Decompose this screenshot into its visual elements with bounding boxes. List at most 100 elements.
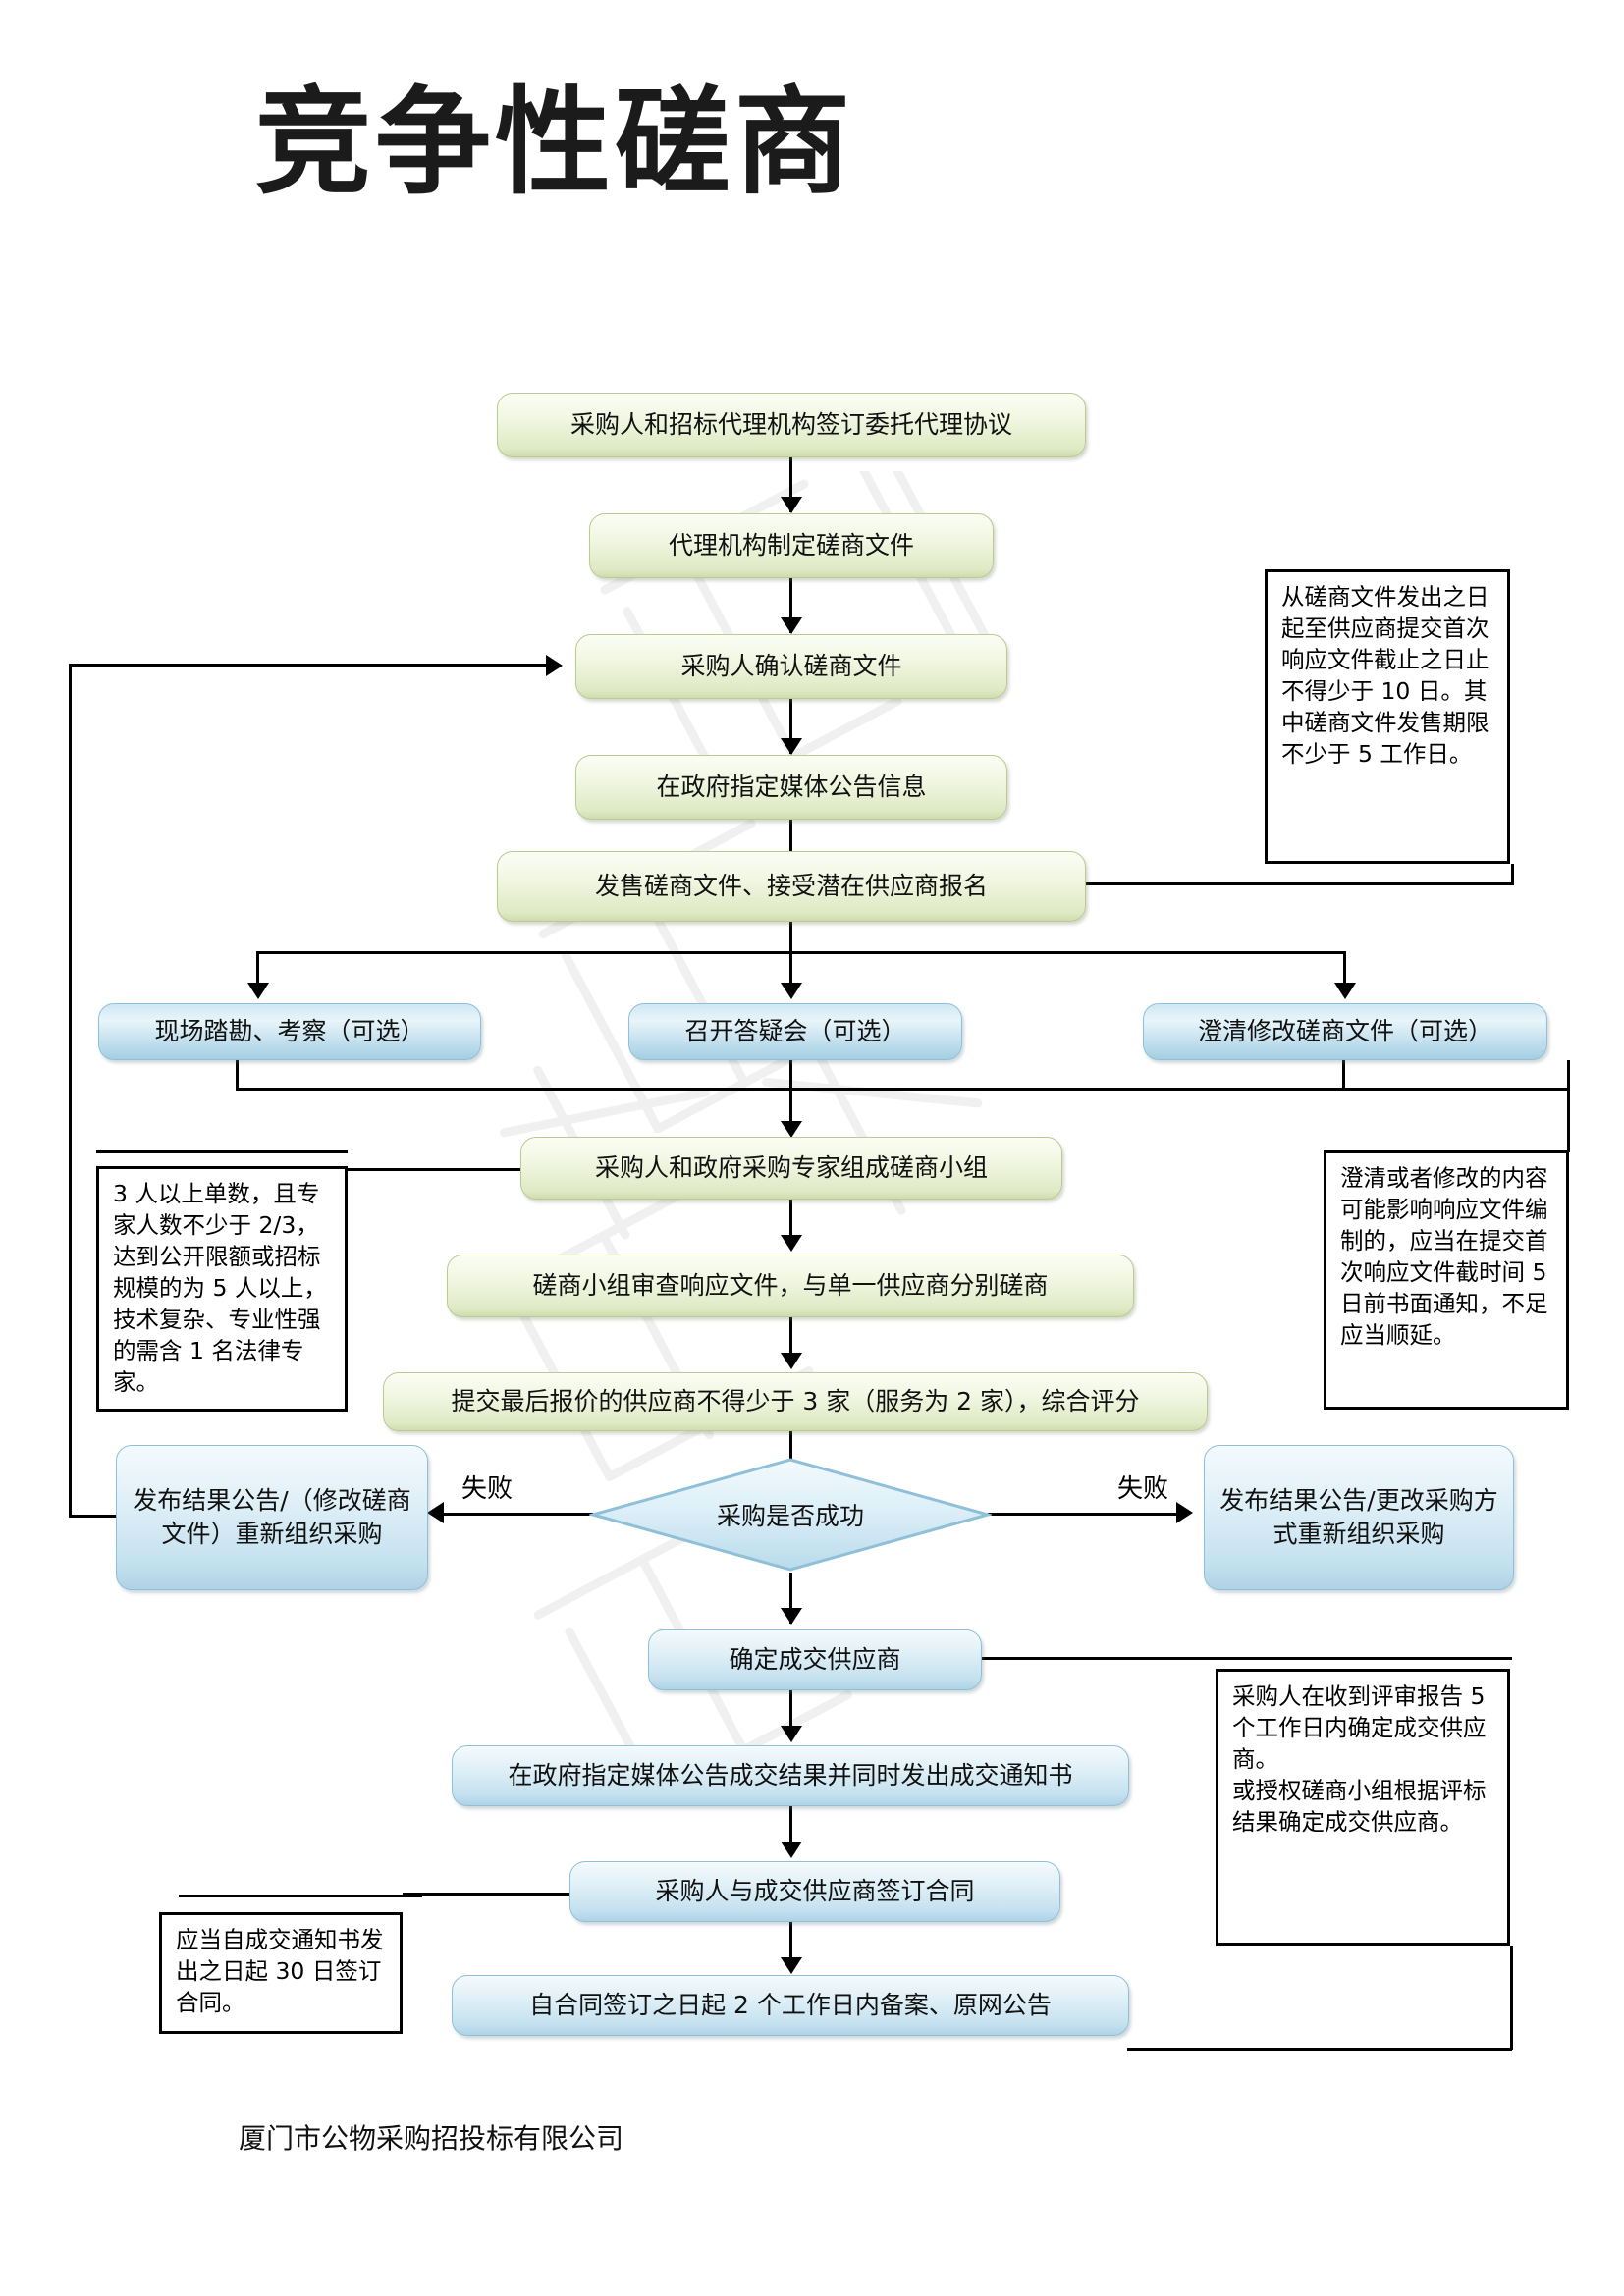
arrowhead-d1-f2: [1176, 1502, 1193, 1523]
flow-node-review-and-negotiate[interactable]: 磋商小组审查响应文件，与单一供应商分别磋商: [447, 1255, 1134, 1317]
decision-label: 采购是否成功: [716, 1502, 864, 1530]
page-title: 竞争性磋商: [254, 75, 854, 210]
node-label: 采购人和政府采购专家组成磋商小组: [594, 1153, 988, 1183]
rail-right-bottom: [1510, 1946, 1513, 2050]
connector-bus-mid: [789, 951, 792, 992]
flow-node-republish-reorganize[interactable]: 发布结果公告/（修改磋商文件）重新组织采购: [116, 1445, 428, 1590]
node-label: 发布结果公告/（修改磋商文件）重新组织采购: [133, 1486, 411, 1548]
node-label: 确定成交供应商: [729, 1645, 901, 1675]
note-determine-winner-deadline: 采购人在收到评审报告 5 个工作日内确定成交供应商。 或授权磋商小组根据评标结果…: [1216, 1669, 1510, 1946]
note-text: 从磋商文件发出之日起至供应商提交首次响应文件截止之日止不得少于 10 日。其中磋…: [1281, 583, 1489, 768]
flow-decision-procurement-success[interactable]: 采购是否成功: [589, 1457, 992, 1573]
note-document-issue-period: 从磋商文件发出之日起至供应商提交首次响应文件截止之日止不得少于 10 日。其中磋…: [1265, 569, 1510, 864]
arrowhead-bus-mid: [781, 983, 802, 999]
node-label: 采购人确认磋商文件: [680, 652, 902, 681]
connector-n7-n8: [789, 1200, 792, 1249]
branch-bus-top: [256, 951, 1346, 954]
flow-node-sign-contract[interactable]: 采购人与成交供应商签订合同: [569, 1861, 1060, 1922]
connector-note1-down: [1511, 864, 1514, 885]
arrowhead-d1-f1: [427, 1502, 444, 1523]
flow-node-agency-prepare-documents[interactable]: 代理机构制定磋商文件: [589, 513, 994, 578]
flow-node-filing-and-publish[interactable]: 自合同签订之日起 2 个工作日内备案、原网公告: [452, 1975, 1129, 2036]
node-label: 采购人和招标代理机构签订委托代理协议: [569, 410, 1012, 440]
node-label: 自合同签订之日起 2 个工作日内备案、原网公告: [529, 1991, 1052, 2020]
flow-node-final-offer-threshold[interactable]: 提交最后报价的供应商不得少于 3 家（服务为 2 家），综合评分: [383, 1372, 1208, 1431]
arrowhead-merge-n7: [781, 1121, 802, 1138]
flow-node-sign-agency-agreement[interactable]: 采购人和招标代理机构签订委托代理协议: [497, 393, 1086, 457]
node-label: 代理机构制定磋商文件: [668, 531, 914, 561]
node-label: 发布结果公告/更改采购方式重新组织采购: [1219, 1486, 1498, 1548]
loop-vertical-f1-to-n3: [69, 664, 72, 1518]
arrowhead-n8-n9: [781, 1353, 802, 1369]
connector-d1-f2: [988, 1513, 1182, 1516]
flow-node-sell-documents-accept-registration[interactable]: 发售磋商文件、接受潜在供应商报名: [497, 851, 1086, 922]
note-text: 澄清或者修改的内容可能影响响应文件编制的，应当在提交首次响应文件截时间 5 日前…: [1340, 1164, 1548, 1349]
flow-node-announce-result-issue-notice[interactable]: 在政府指定媒体公告成交结果并同时发出成交通知书: [452, 1745, 1129, 1806]
node-label: 召开答疑会（可选）: [684, 1017, 906, 1046]
connector-note2-n7: [348, 1168, 522, 1171]
flow-node-publish-announcement[interactable]: 在政府指定媒体公告信息: [575, 755, 1007, 820]
connector-d1-n10: [789, 1573, 792, 1624]
arrowhead-n3-n4: [781, 738, 802, 755]
note2-top-rule: [96, 1150, 348, 1153]
connector-n1-n2: [789, 457, 792, 512]
arrowhead-loop-n3: [546, 655, 563, 676]
flow-node-qa-meeting-optional[interactable]: 召开答疑会（可选）: [628, 1003, 962, 1060]
company-footer: 厦门市公物采购招投标有限公司: [239, 2122, 624, 2155]
arrowhead-n1-n2: [781, 497, 802, 513]
connector-n3-n4: [789, 699, 792, 754]
arrowhead-n12-n13: [781, 1957, 802, 1974]
flow-node-republish-change-method[interactable]: 发布结果公告/更改采购方式重新组织采购: [1204, 1445, 1514, 1590]
connector-opt3-note3: [1567, 1060, 1570, 1152]
arrowhead-n7-n8: [781, 1235, 802, 1252]
connector-n5-bus: [789, 922, 792, 953]
loop-horizontal-f1: [69, 1515, 118, 1518]
flow-node-buyer-confirm-documents[interactable]: 采购人确认磋商文件: [575, 634, 1007, 699]
note-text: 应当自成交通知书发出之日起 30 日签订合同。: [176, 1926, 384, 2016]
connector-note4-n10: [982, 1657, 1512, 1660]
node-label: 澄清修改磋商文件（可选）: [1197, 1017, 1492, 1046]
arrowhead-n2-n3: [781, 617, 802, 634]
edge-label-fail-left: 失败: [461, 1474, 514, 1504]
note-clarification-notice: 澄清或者修改的内容可能影响响应文件编制的，应当在提交首次响应文件截时间 5 日前…: [1324, 1150, 1569, 1410]
connector-n9-d1: [789, 1431, 792, 1482]
flow-node-determine-winner[interactable]: 确定成交供应商: [648, 1629, 982, 1690]
arrowhead-d1-n10: [781, 1608, 802, 1625]
connector-opt3-merge: [1342, 1060, 1345, 1090]
connector-opt1-merge: [236, 1060, 239, 1090]
node-label: 采购人与成交供应商签订合同: [655, 1877, 975, 1906]
node-label: 现场踏勘、考察（可选）: [154, 1017, 425, 1046]
connector-n10-n11: [789, 1690, 792, 1739]
connector-n2-n3: [789, 578, 792, 633]
flow-node-form-negotiation-team[interactable]: 采购人和政府采购专家组成磋商小组: [520, 1137, 1062, 1200]
connector-n4-n5: [789, 820, 792, 875]
connector-d1-f1: [444, 1513, 593, 1516]
note-text: 3 人以上单数，且专家人数不少于 2/3，达到公开限额或招标规模的为 5 人以上…: [113, 1180, 327, 1396]
connector-note1-n5: [1086, 882, 1514, 885]
edge-label-fail-right: 失败: [1117, 1474, 1169, 1504]
connector-opt2-merge: [789, 1060, 792, 1090]
note-expert-composition: 3 人以上单数，且专家人数不少于 2/3，达到公开限额或招标规模的为 5 人以上…: [96, 1166, 348, 1412]
connector-merge-n7: [789, 1088, 792, 1131]
connector-rail-n13: [1127, 2048, 1512, 2051]
node-label: 在政府指定媒体公告成交结果并同时发出成交通知书: [508, 1761, 1073, 1790]
connector-note5-n12: [403, 1893, 597, 1896]
arrowhead-n10-n11: [781, 1726, 802, 1742]
loop-horizontal-to-n3: [69, 664, 550, 667]
flow-node-site-survey-optional[interactable]: 现场踏勘、考察（可选）: [98, 1003, 481, 1060]
connector-n11-n12: [789, 1806, 792, 1855]
node-label: 提交最后报价的供应商不得少于 3 家（服务为 2 家），综合评分: [451, 1387, 1140, 1416]
node-label: 发售磋商文件、接受潜在供应商报名: [594, 872, 988, 901]
flow-node-clarify-amend-documents-optional[interactable]: 澄清修改磋商文件（可选）: [1143, 1003, 1547, 1060]
connector-bus-left: [256, 951, 259, 992]
arrowhead-bus-right: [1334, 983, 1356, 999]
note5-top-rule: [179, 1895, 422, 1897]
note-contract-signing-deadline: 应当自成交通知书发出之日起 30 日签订合同。: [159, 1912, 403, 2034]
arrowhead-n11-n12: [781, 1842, 802, 1858]
connector-n8-n9: [789, 1317, 792, 1366]
node-label: 磋商小组审查响应文件，与单一供应商分别磋商: [532, 1271, 1049, 1301]
connector-merge-note3: [1342, 1088, 1570, 1091]
note-text: 采购人在收到评审报告 5 个工作日内确定成交供应商。 或授权磋商小组根据评标结果…: [1232, 1682, 1487, 1836]
connector-bus-right: [1343, 951, 1346, 992]
